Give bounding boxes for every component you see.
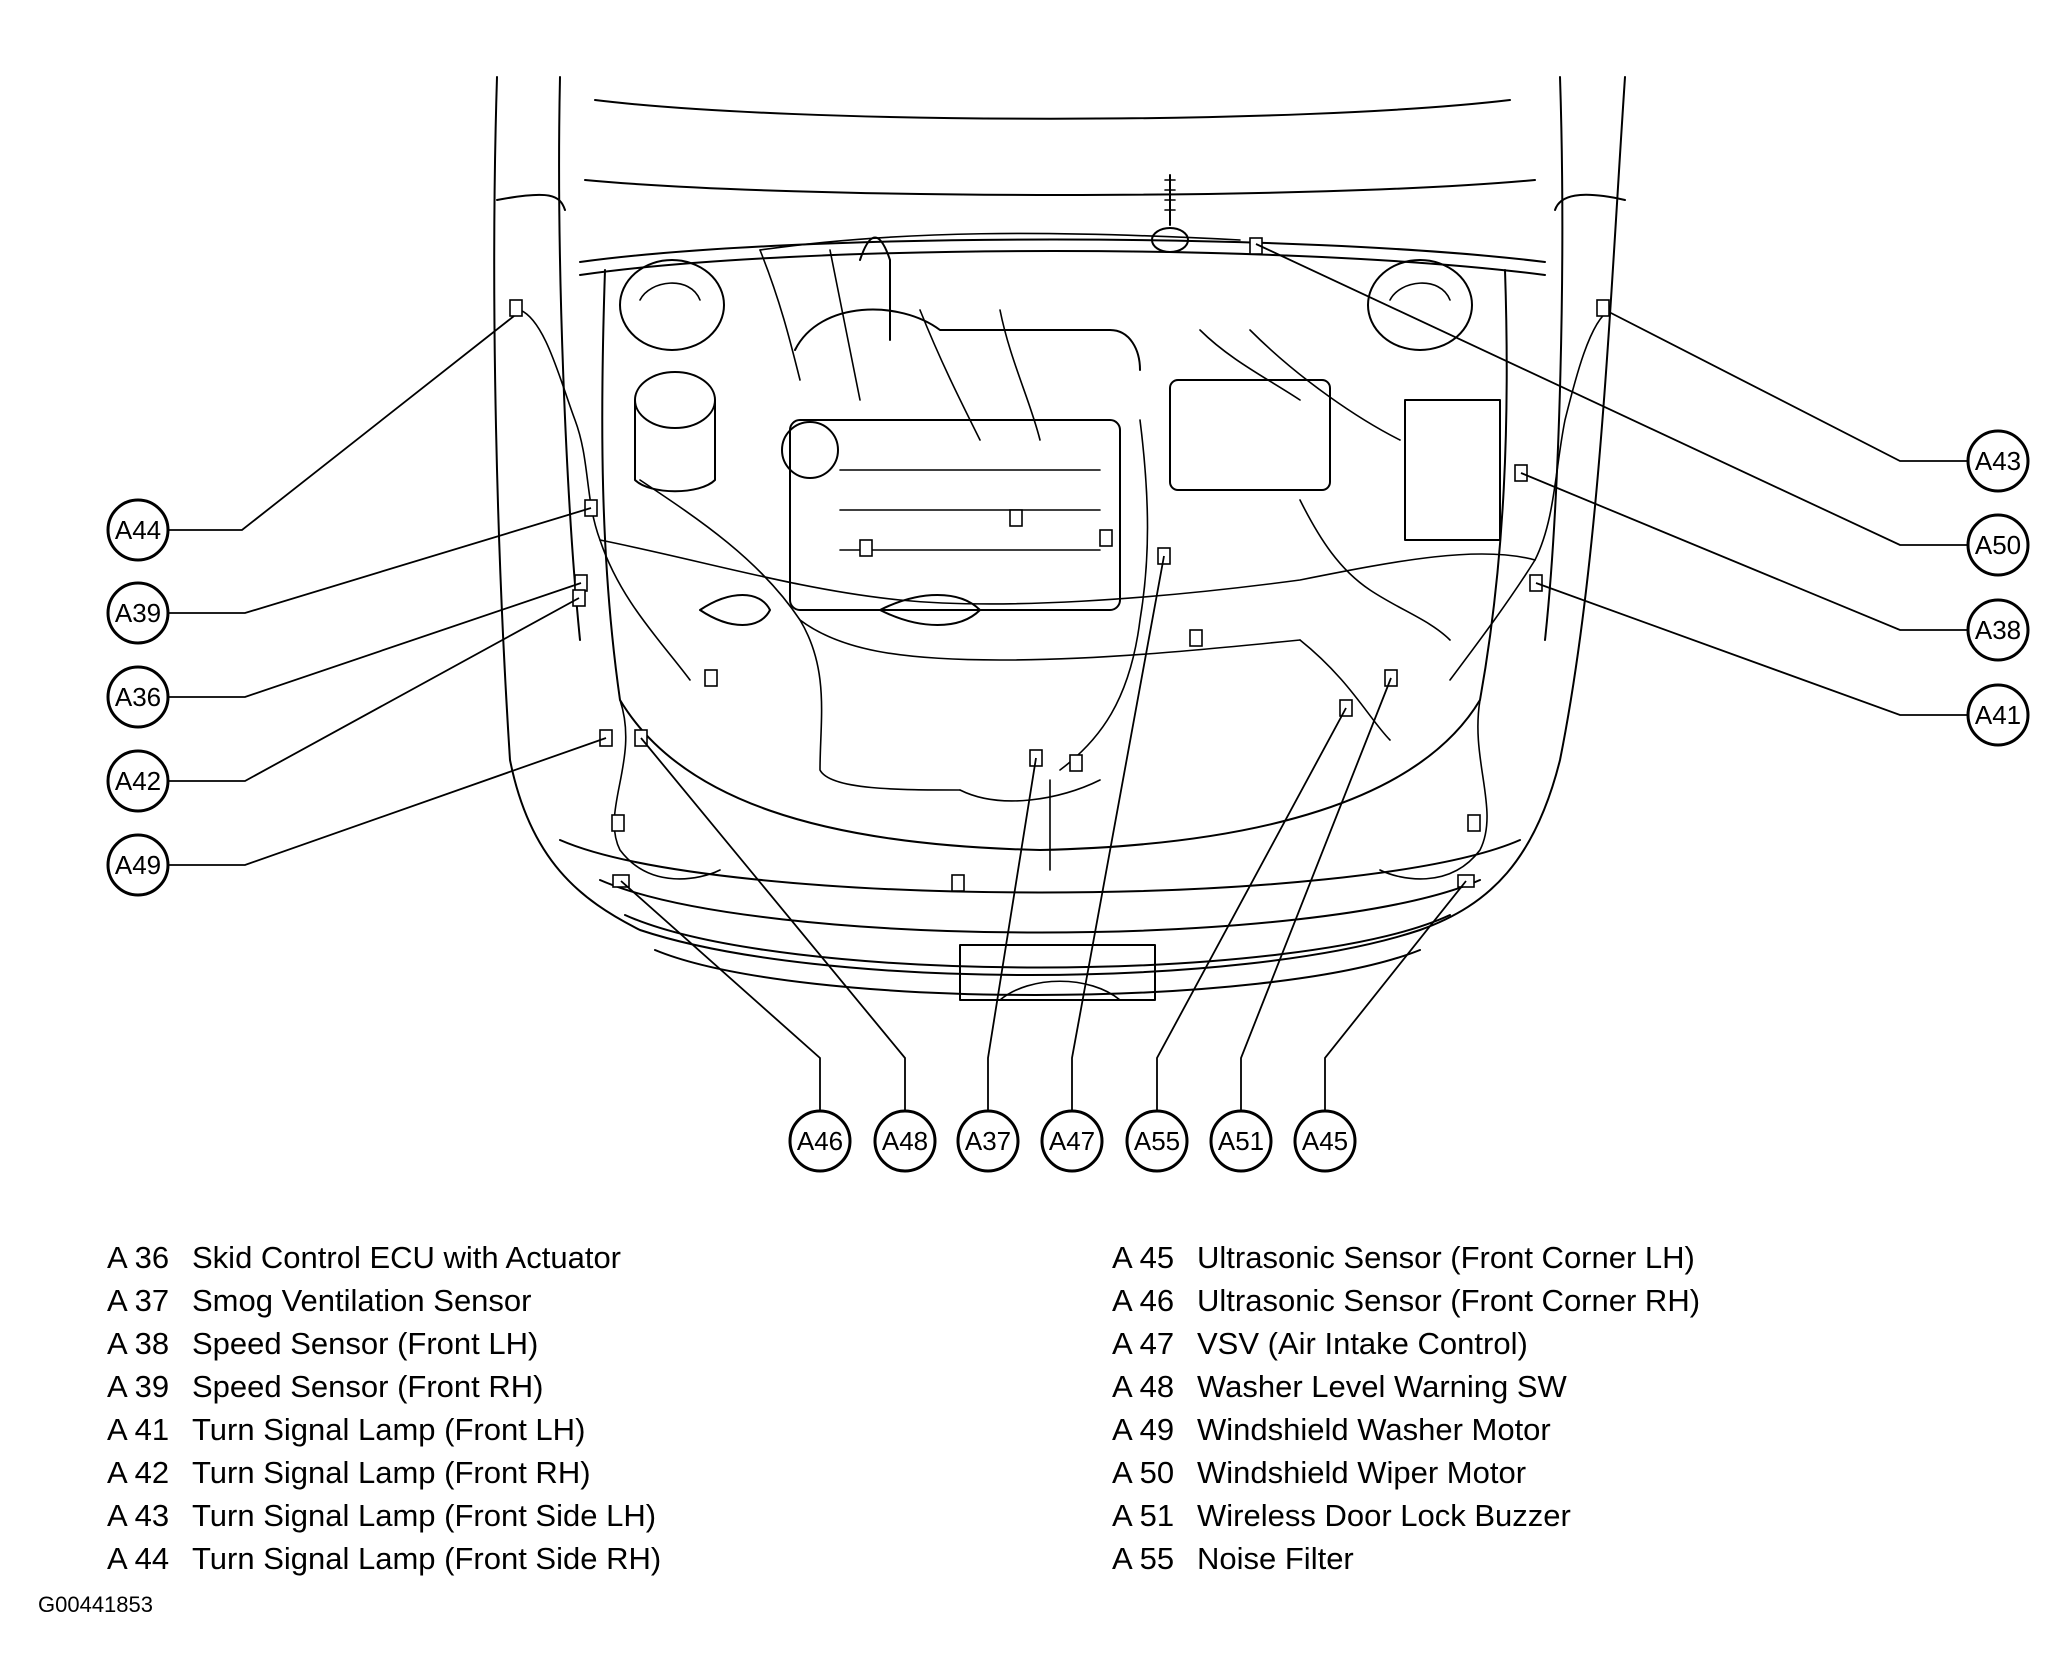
legend-code: A 39: [107, 1369, 169, 1404]
legend-code: A 55: [1112, 1541, 1174, 1576]
legend-label: Turn Signal Lamp (Front RH): [192, 1455, 591, 1490]
callout-label: A51: [1218, 1126, 1264, 1156]
callout-label: A38: [1975, 615, 2021, 645]
legend-code: A 41: [107, 1412, 169, 1447]
legend-label: Turn Signal Lamp (Front Side LH): [192, 1498, 656, 1533]
leader-lines: [167, 243, 1969, 1111]
legend-code: A 36: [107, 1240, 169, 1275]
callout-a45: A45: [1293, 1109, 1357, 1173]
callout-label: A48: [882, 1126, 928, 1156]
callout-a51: A51: [1209, 1109, 1273, 1173]
legend-label: Ultrasonic Sensor (Front Corner RH): [1197, 1283, 1700, 1318]
legend-label: Noise Filter: [1197, 1541, 1354, 1576]
callout-label: A39: [115, 598, 161, 628]
callout-a55: A55: [1125, 1109, 1189, 1173]
callout-a46: A46: [788, 1109, 852, 1173]
legend-right-column: A 45 Ultrasonic Sensor (Front Corner LH)…: [1112, 1240, 1700, 1576]
legend-code: A 47: [1112, 1326, 1174, 1361]
callout-a50: A50: [1966, 513, 2030, 577]
callout-a41: A41: [1966, 683, 2030, 747]
vehicle-body-outline: [493, 76, 1626, 1001]
callout-label: A46: [797, 1126, 843, 1156]
callout-label: A45: [1302, 1126, 1348, 1156]
callout-label: A41: [1975, 700, 2021, 730]
legend-label: Turn Signal Lamp (Front Side RH): [192, 1541, 661, 1576]
callout-a48: A48: [873, 1109, 937, 1173]
callout-a43: A43: [1966, 429, 2030, 493]
figure-id: G00441853: [38, 1592, 153, 1617]
connectors: [509, 237, 1610, 892]
callout-label: A43: [1975, 446, 2021, 476]
callout-a39: A39: [106, 581, 170, 645]
callout-label: A36: [115, 682, 161, 712]
legend-label: VSV (Air Intake Control): [1197, 1326, 1528, 1361]
callout-a36: A36: [106, 665, 170, 729]
callout-a47: A47: [1040, 1109, 1104, 1173]
legend-label: Turn Signal Lamp (Front LH): [192, 1412, 585, 1447]
legend-label: Wireless Door Lock Buzzer: [1197, 1498, 1571, 1533]
legend-label: Skid Control ECU with Actuator: [192, 1240, 621, 1275]
legend-code: A 45: [1112, 1240, 1174, 1275]
callout-a38: A38: [1966, 598, 2030, 662]
legend-label: Smog Ventilation Sensor: [192, 1283, 532, 1318]
legend-label: Speed Sensor (Front LH): [192, 1326, 538, 1361]
legend-code: A 38: [107, 1326, 169, 1361]
callout-label: A55: [1134, 1126, 1180, 1156]
wiring-harness: [519, 232, 1611, 880]
callouts: A44 A39 A36 A42 A49 A43 A50 A38: [106, 429, 2030, 1173]
callout-label: A44: [115, 515, 161, 545]
callout-label: A50: [1975, 530, 2021, 560]
legend-code: A 48: [1112, 1369, 1174, 1404]
legend-label: Windshield Washer Motor: [1197, 1412, 1551, 1447]
engine-components: [619, 174, 1501, 626]
legend-code: A 51: [1112, 1498, 1174, 1533]
legend-code: A 46: [1112, 1283, 1174, 1318]
callout-a42: A42: [106, 749, 170, 813]
callout-label: A42: [115, 766, 161, 796]
legend-code: A 37: [107, 1283, 169, 1318]
callout-a44: A44: [106, 498, 170, 562]
legend-label: Ultrasonic Sensor (Front Corner LH): [1197, 1240, 1695, 1275]
callout-label: A47: [1049, 1126, 1095, 1156]
legend-code: A 50: [1112, 1455, 1174, 1490]
legend-label: Speed Sensor (Front RH): [192, 1369, 543, 1404]
legend-code: A 44: [107, 1541, 169, 1576]
callout-label: A49: [115, 850, 161, 880]
legend-code: A 43: [107, 1498, 169, 1533]
callout-a49: A49: [106, 833, 170, 897]
legend-label: Windshield Wiper Motor: [1197, 1455, 1526, 1490]
legend-left-column: A 36 Skid Control ECU with Actuator A 37…: [107, 1240, 661, 1576]
legend-label: Washer Level Warning SW: [1197, 1369, 1568, 1404]
callout-a37: A37: [956, 1109, 1020, 1173]
callout-label: A37: [965, 1126, 1011, 1156]
legend-code: A 42: [107, 1455, 169, 1490]
legend-code: A 49: [1112, 1412, 1174, 1447]
